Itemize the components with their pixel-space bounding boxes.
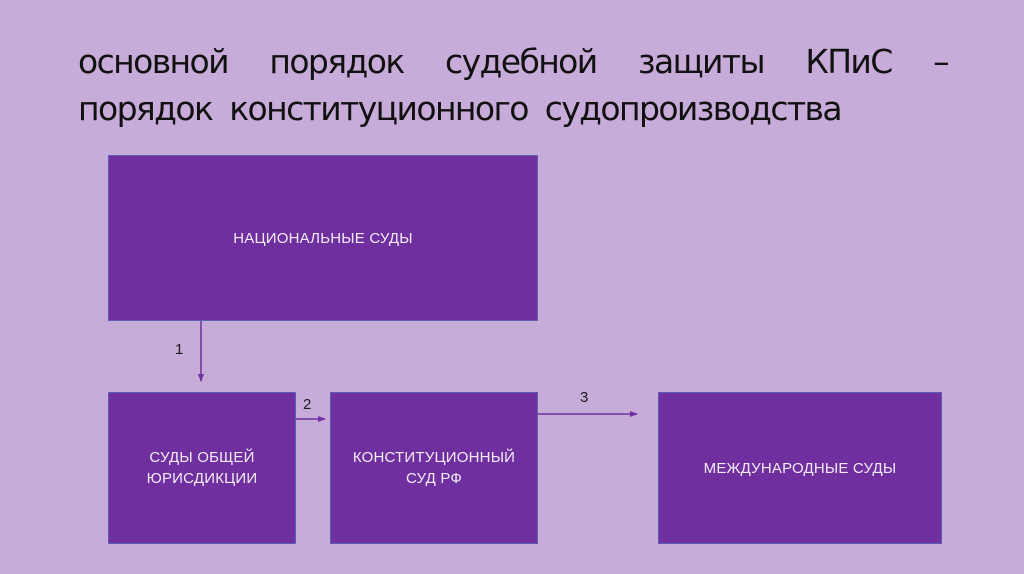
node-constitutional-court: КОНСТИТУЦИОННЫЙ СУД РФ [330, 392, 538, 544]
node-label: НАЦИОНАЛЬНЫЕ СУДЫ [233, 229, 413, 247]
node-international-courts: МЕЖДУНАРОДНЫЕ СУДЫ [658, 392, 942, 544]
node-general-jurisdiction-courts: СУДЫ ОБЩЕЙ ЮРИСДИКЦИИ [108, 392, 296, 544]
title-line-1: основной порядок судебной защиты КПиС – [78, 42, 950, 81]
edge-label-2: 2 [303, 396, 312, 413]
edge-label-1: 1 [175, 341, 184, 358]
node-label: КОНСТИТУЦИОННЫЙ СУД РФ [352, 449, 516, 487]
node-label: МЕЖДУНАРОДНЫЕ СУДЫ [703, 459, 897, 477]
node-national-courts: НАЦИОНАЛЬНЫЕ СУДЫ [108, 155, 538, 321]
slide-title: основной порядок судебной защиты КПиС – … [78, 38, 958, 132]
node-label: СУДЫ ОБЩЕЙ ЮРИСДИКЦИИ [146, 449, 258, 487]
title-line-2: порядок конституционного судопроизводств… [78, 89, 843, 128]
edge-label-3: 3 [580, 389, 589, 406]
